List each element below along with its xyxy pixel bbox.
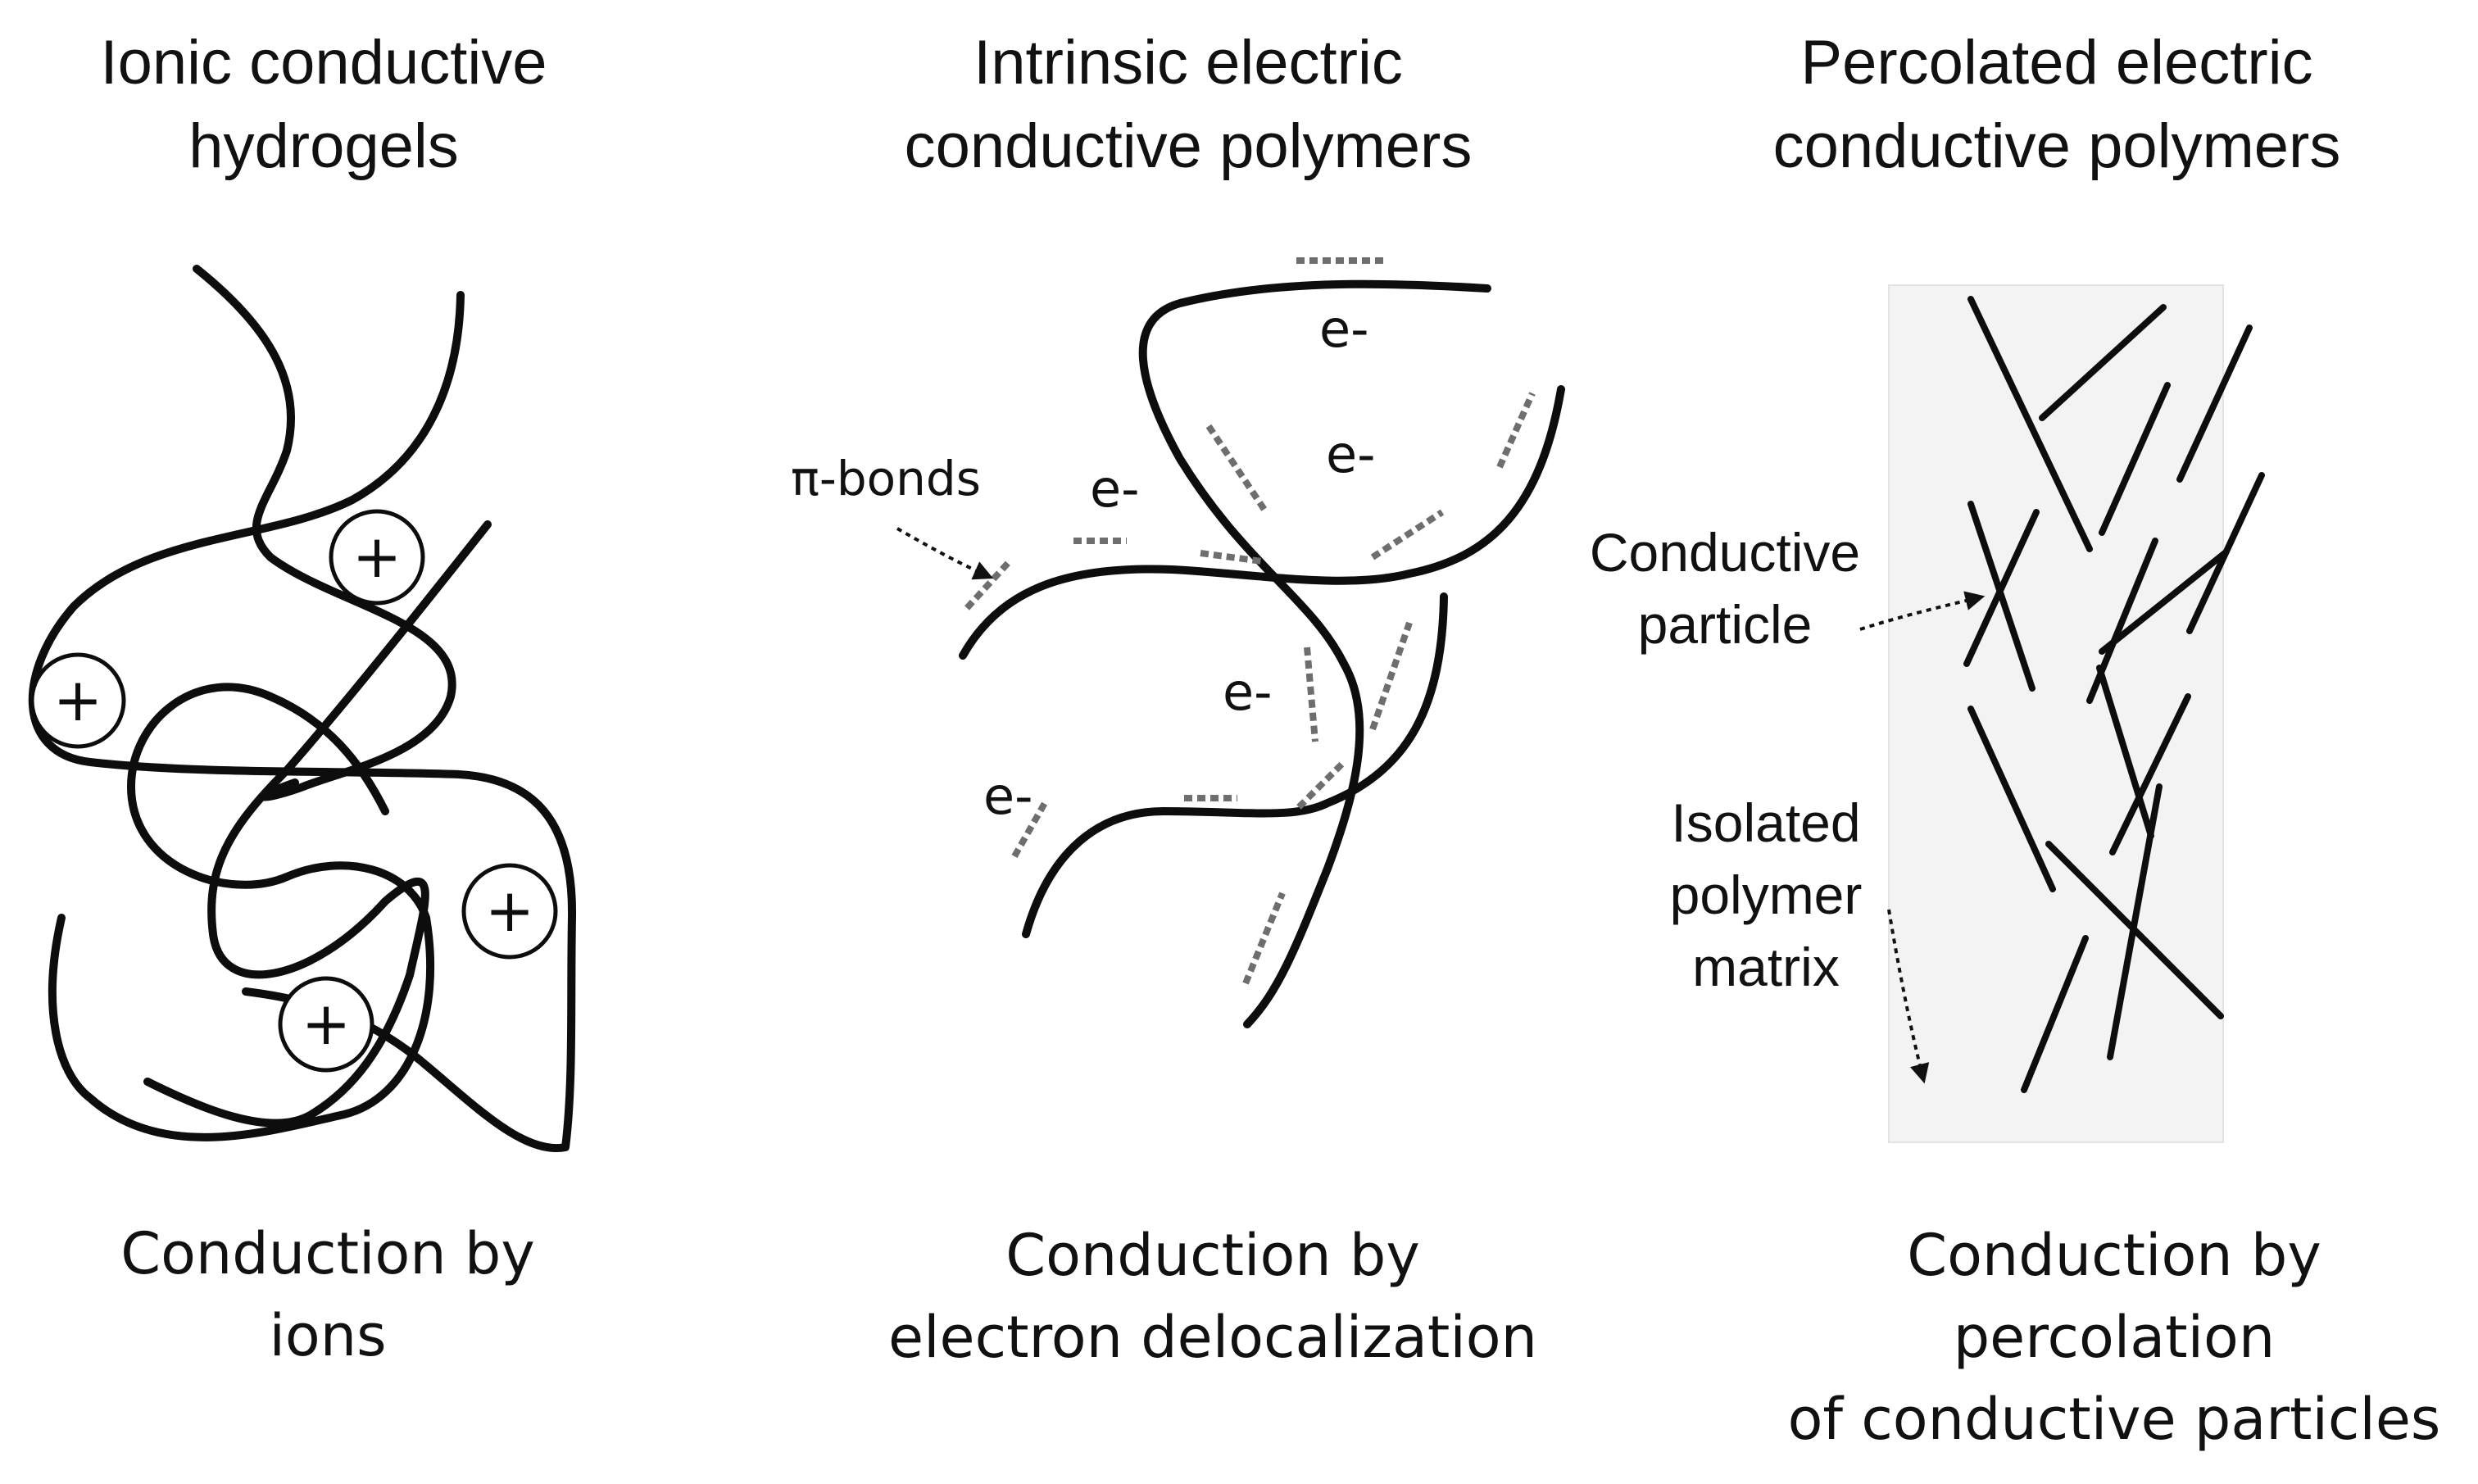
pi-bond-dash [1205, 424, 1269, 515]
panel-title-percolated: Percolated electric conductive polymers [1721, 21, 2393, 188]
pi-bond-dash [1296, 760, 1346, 810]
conductive-particle [2109, 693, 2191, 855]
ion-plus-symbol: + [352, 522, 402, 591]
label-line: particle [1637, 594, 1813, 655]
label-line: Conductive [1589, 522, 1861, 583]
panel-caption-intrinsic: Conduction by electron delocalization [852, 1214, 1573, 1378]
panel-title-intrinsic: Intrinsic electric conductive polymers [848, 21, 1528, 188]
panel-caption-percolated: Conduction by percolation of conductive … [1762, 1214, 2467, 1460]
ion-marker: + [30, 652, 126, 749]
electron-label: e- [1223, 662, 1273, 722]
pi-bond-dash [964, 559, 1012, 610]
panel-caption-ionic: Conduction by ions [0, 1213, 656, 1377]
conjugated-chain-3 [1022, 592, 1448, 938]
caption-line: electron delocalization [888, 1304, 1537, 1371]
conjugated-chain-2 [959, 385, 1565, 660]
conductive-particle [2021, 935, 2089, 1093]
ion-plus-symbol: + [53, 665, 102, 734]
ion-marker: + [278, 976, 374, 1073]
polymer-chain-1 [193, 265, 456, 801]
ion-marker: + [461, 863, 558, 960]
polymer-chain-2 [28, 291, 577, 1153]
caption-line: Conduction by [1907, 1222, 2321, 1289]
conductive-particle [2099, 550, 2228, 655]
electron-label: e- [1319, 299, 1369, 359]
polymer-matrix-box [1888, 284, 2224, 1143]
matrix-pointer-arrow [1887, 909, 1930, 1084]
pi-bond-dash [1242, 892, 1286, 985]
ion-plus-symbol: + [485, 876, 534, 945]
ion-marker: + [329, 509, 425, 606]
title-line: conductive polymers [904, 111, 1473, 181]
title-line: conductive polymers [1772, 111, 2341, 181]
pi-bond-markers [964, 257, 1536, 985]
conductive-particle [2045, 841, 2224, 1019]
title-line: hydrogels [188, 111, 459, 181]
conjugated-chain-1 [1138, 279, 1491, 1028]
ion-markers: + + + + [30, 509, 558, 1073]
electron-label: e- [983, 766, 1033, 826]
conductive-particle [2096, 665, 2154, 839]
caption-line: ions [269, 1302, 387, 1369]
caption-line: percolation [1953, 1304, 2276, 1371]
isolated-matrix-label: Isolated polymer matrix [1631, 787, 1901, 1003]
conjugated-network [959, 279, 1565, 1028]
pi-bonds-label: π-bonds [791, 451, 981, 506]
label-line: matrix [1692, 937, 1840, 997]
label-line: Isolated [1671, 792, 1861, 853]
electron-label: e- [1326, 424, 1376, 484]
polymer-chain-3 [143, 520, 492, 1128]
pi-bond-dash [1369, 621, 1413, 731]
conductive-particle [2186, 472, 2265, 634]
conductive-particle [2099, 382, 2171, 536]
pi-bond-dash [1370, 509, 1445, 560]
pi-bond-dash [1304, 647, 1318, 742]
conductive-particle-label: Conductive particle [1561, 516, 1889, 660]
conductive-particle [1967, 706, 2056, 892]
conductive-particles [1963, 296, 2265, 1093]
conductive-particle [2107, 783, 2163, 1060]
conductive-particle [1963, 509, 2040, 667]
caption-line: Conduction by [1005, 1222, 1420, 1289]
conductive-particle [2039, 304, 2167, 421]
conductive-particle [2176, 324, 2253, 483]
caption-line: of conductive particles [1787, 1386, 2441, 1453]
polymer-chain-4 [48, 683, 435, 1141]
pi-bond-dash [1496, 392, 1536, 469]
hydrogel-network [28, 265, 577, 1153]
conductive-particle [1967, 501, 2036, 692]
conductive-particle [1967, 296, 2093, 552]
panel-title-ionic: Ionic conductive hydrogels [0, 21, 647, 188]
title-line: Percolated electric [1800, 28, 2313, 98]
pi-bond-pointer-arrow [896, 527, 994, 580]
ion-plus-symbol: + [302, 989, 351, 1058]
title-line: Intrinsic electric [974, 28, 1403, 98]
title-line: Ionic conductive [100, 28, 547, 98]
particle-pointer-arrow [1859, 591, 1986, 631]
label-line: polymer [1669, 865, 1863, 925]
pi-bond-dash [1011, 801, 1048, 858]
pi-bond-dash [1200, 550, 1263, 565]
electron-label: e- [1090, 459, 1140, 519]
caption-line: Conduction by [120, 1220, 535, 1287]
